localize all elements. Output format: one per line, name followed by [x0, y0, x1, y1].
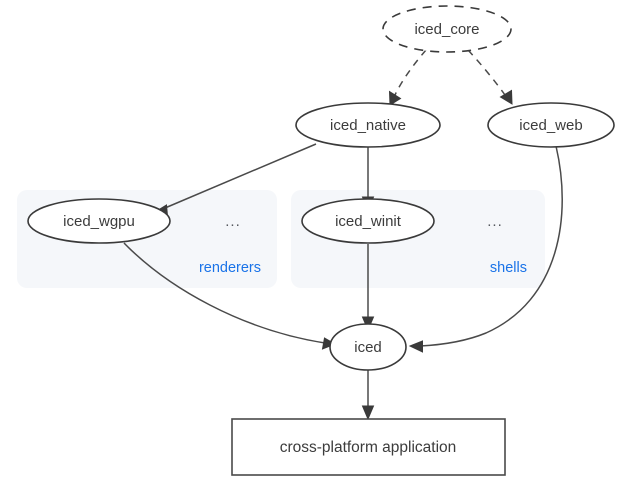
edge-web-to-iced-line — [419, 145, 563, 347]
edge-native-to-wgpu-line — [164, 143, 317, 209]
edge-wgpu-to-iced-line — [123, 242, 326, 344]
edge-iced-to-app-arrowhead — [361, 405, 375, 421]
node-iced-native-label: iced_native — [330, 117, 406, 134]
edge-core-to-native — [388, 49, 427, 106]
placeholder-more-shells: ... — [487, 213, 503, 230]
node-iced-wgpu-label: iced_wgpu — [63, 213, 135, 230]
edge-wgpu-to-iced-arrowhead — [321, 337, 337, 350]
node-iced-wgpu-shape[interactable] — [27, 198, 171, 244]
edge-iced-to-app — [361, 370, 375, 421]
node-cross-platform-application-label: cross-platform application — [280, 439, 457, 456]
node-iced-core[interactable]: iced_core — [382, 5, 512, 53]
edge-core-to-web-arrowhead — [499, 89, 513, 105]
node-iced-web-shape[interactable] — [487, 102, 615, 148]
placeholder-more-renderers: ... — [225, 213, 241, 230]
node-iced-web-label: iced_web — [519, 117, 582, 134]
edge-web-to-iced — [408, 145, 563, 353]
cluster-shells-label: shells — [490, 260, 527, 276]
node-iced-winit[interactable]: iced_winit — [301, 198, 435, 244]
node-iced-label: iced — [354, 339, 382, 356]
node-iced-native[interactable]: iced_native — [295, 102, 441, 148]
node-iced-native-shape[interactable] — [295, 102, 441, 148]
edge-core-to-native-line — [394, 49, 427, 96]
node-iced-winit-shape[interactable] — [301, 198, 435, 244]
edge-core-to-web-line — [467, 49, 506, 96]
node-iced-web[interactable]: iced_web — [487, 102, 615, 148]
node-iced-winit-label: iced_winit — [335, 213, 402, 230]
edge-web-to-iced-arrowhead — [408, 340, 423, 353]
node-iced-core-shape[interactable] — [382, 5, 512, 53]
node-iced[interactable]: iced — [329, 323, 407, 371]
edge-core-to-web — [467, 49, 513, 105]
edge-core-to-native-arrowhead — [388, 90, 402, 106]
node-cross-platform-application[interactable]: cross-platform application — [231, 418, 506, 476]
edge-wgpu-to-iced — [123, 242, 337, 350]
cluster-renderers-label: renderers — [199, 260, 261, 276]
node-iced-shape[interactable] — [329, 323, 407, 371]
node-iced-core-label: iced_core — [414, 21, 479, 38]
node-cross-platform-application-shape[interactable] — [231, 418, 506, 476]
node-iced-wgpu[interactable]: iced_wgpu — [27, 198, 171, 244]
